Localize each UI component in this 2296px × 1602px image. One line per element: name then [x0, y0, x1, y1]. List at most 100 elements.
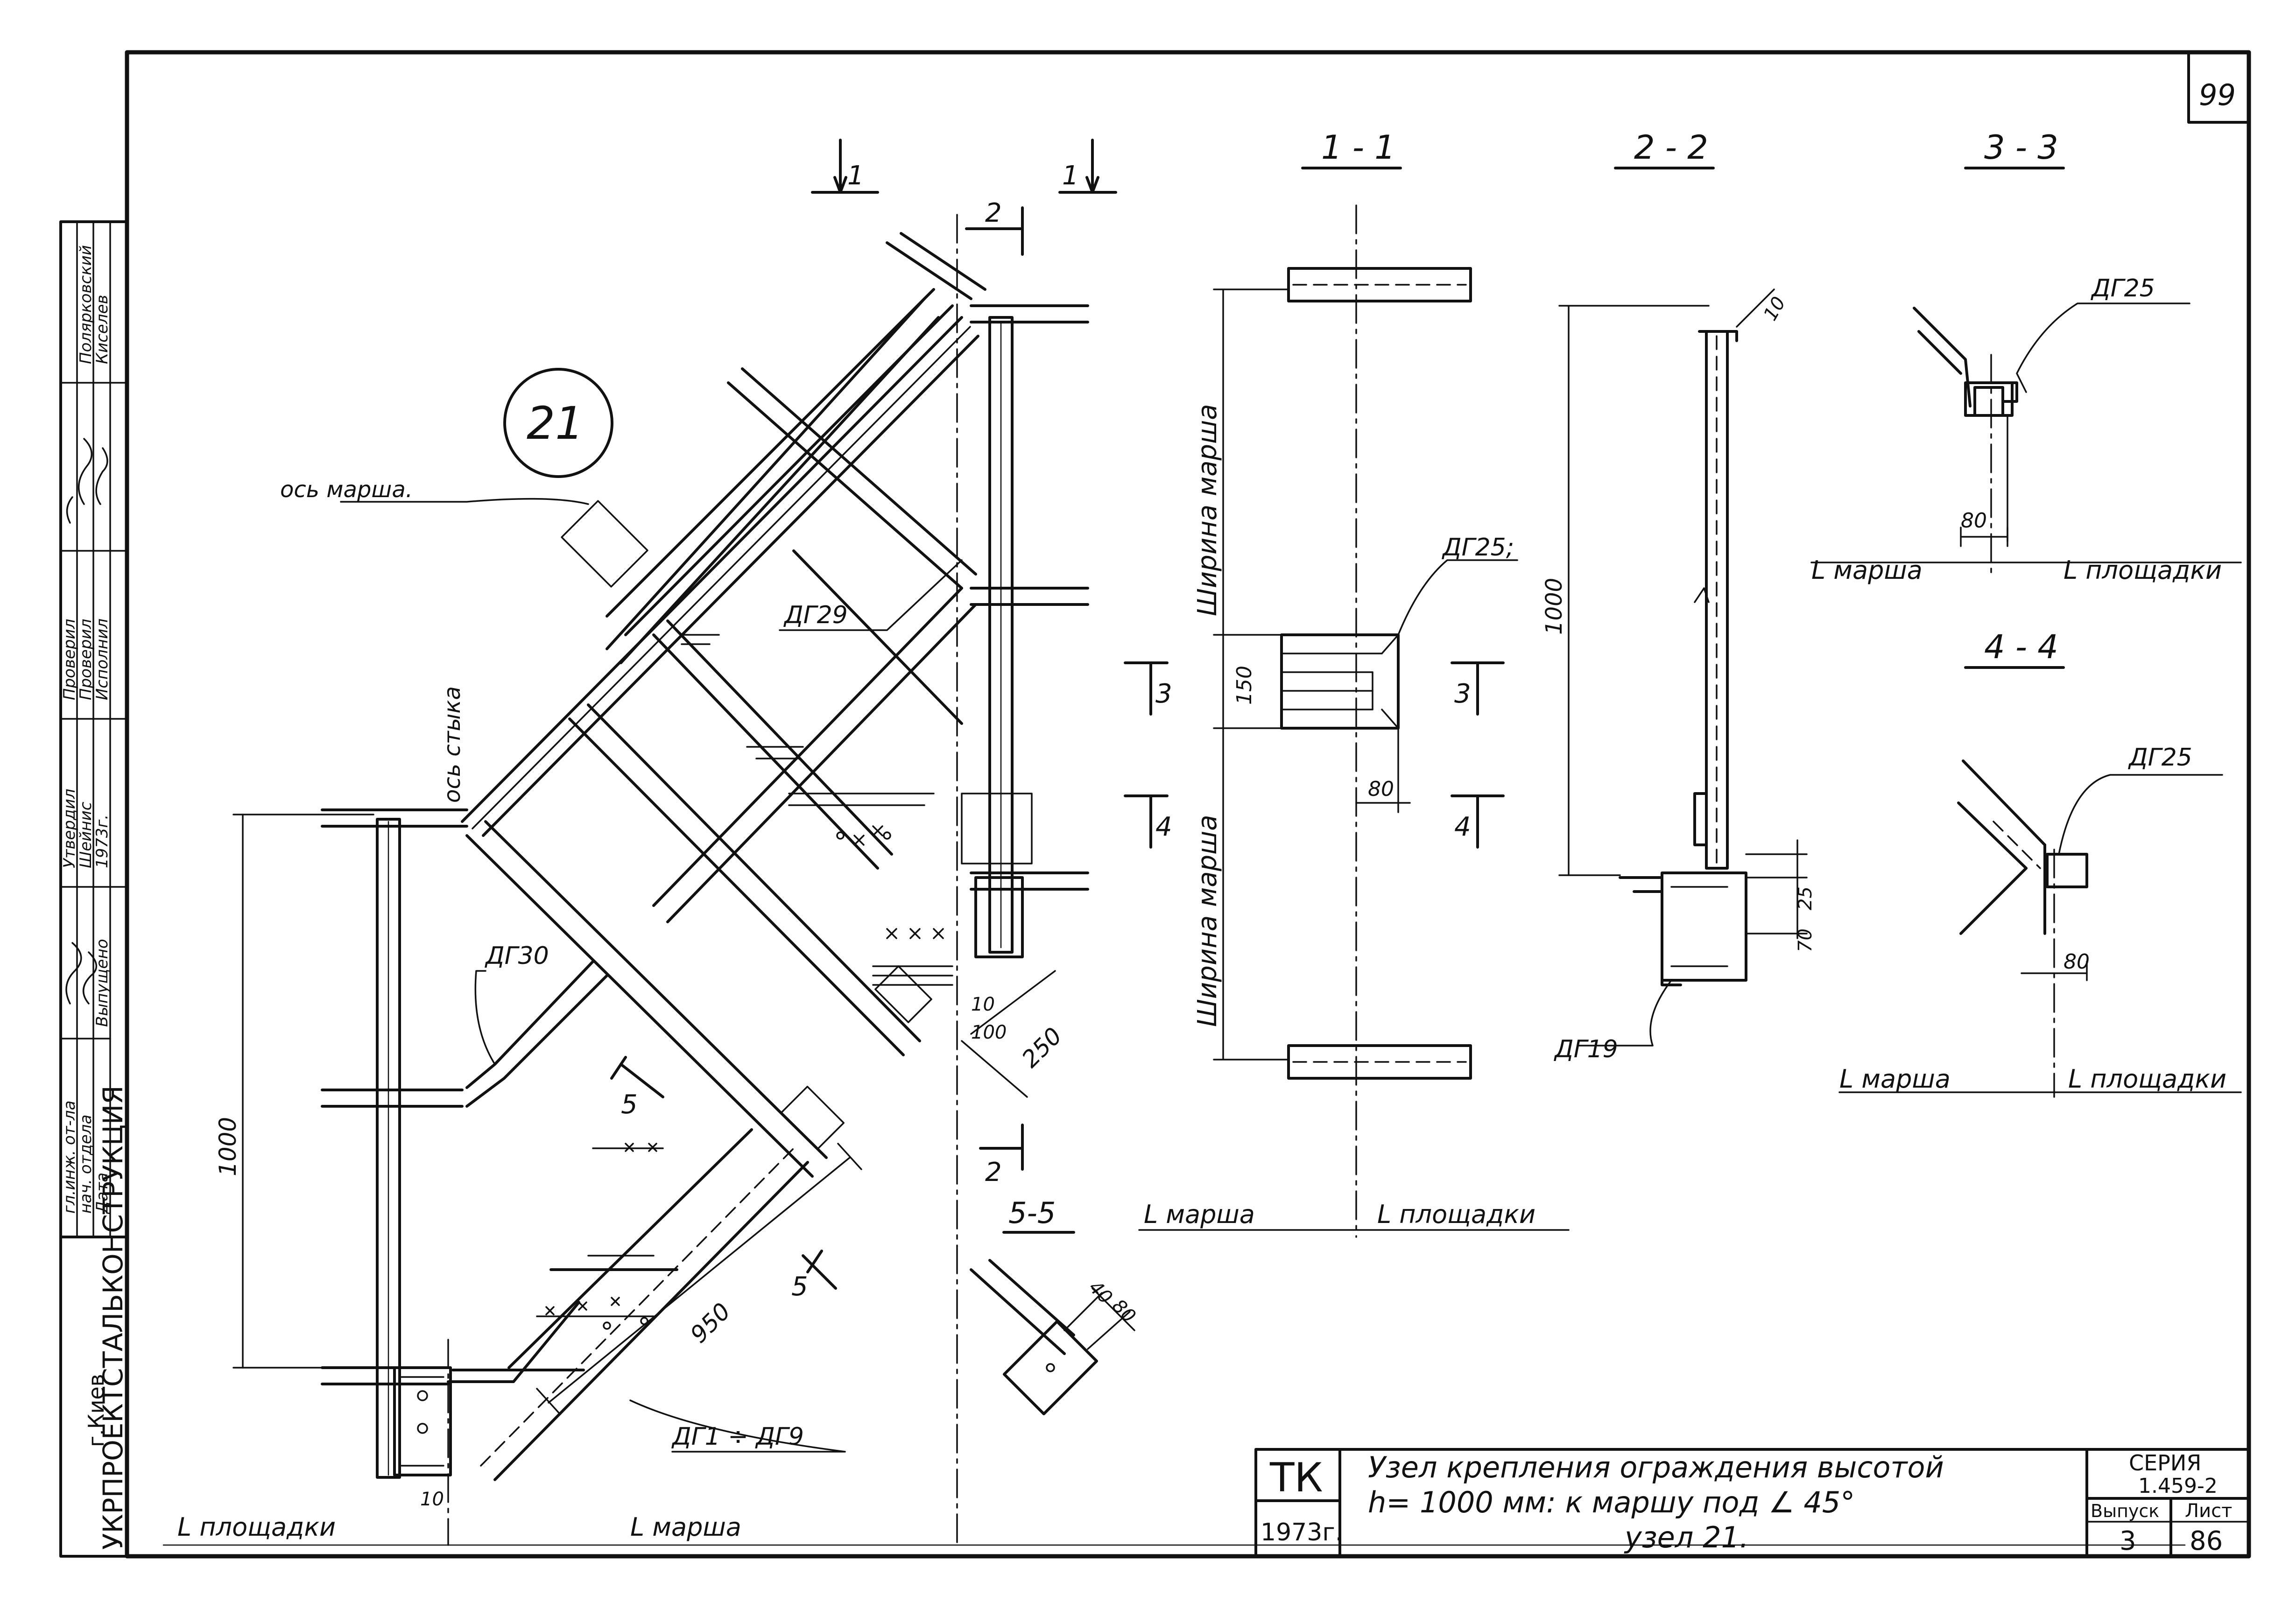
label-dg29: ДГ29 — [783, 601, 848, 629]
sec-mark-4b: 4 — [1454, 812, 1471, 842]
sec-mark-2b: 2 — [985, 1157, 1002, 1187]
section-title-2-2: 2 - 2 — [1634, 128, 1708, 167]
sheet-number: 99 — [2199, 78, 2236, 112]
node-circle — [503, 368, 613, 478]
stamp-series-value: 1.459-2 — [2138, 1474, 2218, 1498]
sec-mark-4a: 4 — [1155, 812, 1172, 842]
s11-shirina-bottom: Ширина марша — [1192, 815, 1223, 1027]
node-number: 21 — [527, 397, 584, 450]
section-title-1-1: 1 - 1 — [1321, 128, 1395, 167]
sec-mark-3b: 3 — [1454, 679, 1471, 709]
dim-250: 250 — [1016, 1022, 1067, 1073]
sec-mark-3a: 3 — [1155, 679, 1172, 709]
sec-mark-1a: 1 — [847, 161, 864, 191]
side-col6-1: Киселев — [93, 295, 112, 364]
flight-rails — [461, 232, 986, 923]
stamp-title-line1: Узел крепления ограждения высотой — [1368, 1450, 1944, 1484]
section-1-1-drawing — [1213, 204, 1518, 1238]
side-block-texts: гл.инж. от-ла нач. отдела Дата Выпущено … — [60, 245, 112, 1215]
section-2-2-drawing — [1558, 288, 1808, 1047]
dim-10b: 10 — [420, 1489, 444, 1510]
lower-stringer — [447, 1128, 809, 1481]
side-col6-0: Полярковский — [77, 245, 95, 364]
s44-l-ploshchadki: L площадки — [2068, 1064, 2226, 1094]
sec-mark-5a: 5 — [621, 1089, 638, 1120]
title-block — [1254, 1448, 2250, 1558]
org-name: УКРПРОЕКТСТАЛЬКОНСТРУКЦИЯ — [97, 1085, 129, 1550]
stamp-title-line2: h= 1000 мм: к маршу под ∠ 45° — [1368, 1485, 1855, 1519]
signature-scribbles — [65, 438, 108, 1005]
label-dg30: ДГ30 — [485, 942, 549, 970]
s33-dim-80: 80 — [1961, 509, 1987, 533]
flight-braces — [465, 367, 977, 1178]
s22-dim-25: 25 — [1795, 886, 1816, 910]
label-os-marsha-text: ось марша. — [280, 477, 413, 503]
s11-dim-150: 150 — [1233, 666, 1256, 705]
bracket-dg30 — [465, 960, 608, 1108]
section-title-4-4: 4 - 4 — [1984, 628, 2058, 666]
s11-shirina-top: Ширина марша — [1192, 404, 1223, 616]
section-marks-5 — [610, 1056, 837, 1290]
side-col4-0: Проверил — [60, 619, 79, 700]
section-marks-34 — [1124, 661, 1505, 849]
platform-post-right — [961, 316, 1033, 958]
org-city: г.Киев — [84, 1374, 109, 1447]
s11-l-marsha: L марша — [1144, 1200, 1255, 1229]
side-signature-block — [59, 220, 128, 1558]
stamp-code: ТК — [1269, 1454, 1323, 1501]
s22-dim-10: 10 — [1760, 293, 1790, 324]
label-l-ploshchadki-main: L площадки — [177, 1512, 336, 1542]
stamp-sheet-label: Лист — [2185, 1500, 2232, 1522]
stamp-sheet-value: 86 — [2190, 1526, 2223, 1556]
s11-dim-80: 80 — [1368, 777, 1394, 801]
dim-1000-main: 1000 — [214, 1117, 241, 1176]
s33-l-marsha: L марша — [1811, 555, 1923, 585]
s44-l-marsha: L марша — [1839, 1064, 1951, 1094]
s11-dg25: ДГ25; — [1442, 534, 1514, 562]
s22-dg19: ДГ19 — [1554, 1035, 1618, 1063]
side-col4-2: Исполнил — [93, 618, 112, 700]
platform-stubs — [321, 304, 1089, 1385]
s22-dim-70: 70 — [1795, 928, 1816, 952]
dimension-lines-main — [162, 814, 2186, 1546]
s44-dg25: ДГ25 — [2128, 744, 2192, 772]
stamp-series-label: СЕРИЯ — [2129, 1450, 2201, 1476]
side-col3-1: Шейнис — [77, 801, 95, 868]
s55-dim-40: 40 — [1085, 1277, 1117, 1309]
leader-lines — [340, 498, 963, 1453]
label-os-styka: ось стыка — [439, 686, 465, 803]
section-marks-top — [811, 139, 1117, 1171]
dim-100: 100 — [971, 1022, 1007, 1043]
s55-dim-80: 80 — [1108, 1295, 1140, 1328]
side-col3-2: 1973г. — [93, 815, 112, 868]
side-col3-0: Утвердил — [60, 789, 79, 868]
dim-950: 950 — [685, 1298, 735, 1348]
s44-dim-80: 80 — [2064, 950, 2090, 974]
sec-mark-5b: 5 — [791, 1272, 808, 1302]
side-col1-1: нач. отдела — [77, 1115, 95, 1214]
platform-post-left — [376, 818, 452, 1479]
side-col1-2: Дата — [93, 1173, 112, 1215]
s22-dim-1000: 1000 — [1541, 578, 1567, 635]
stamp-issue-label: Выпуск — [2091, 1501, 2159, 1521]
s33-dg25: ДГ25 — [2091, 274, 2155, 302]
sec-mark-2a: 2 — [985, 198, 1002, 228]
section-5-5-drawing — [970, 1259, 1135, 1415]
connection-plates — [561, 500, 953, 1150]
sheet-frame — [125, 50, 2251, 1559]
stamp-title-line3: узел 21. — [1624, 1520, 1749, 1554]
side-col2-2: Выпущено — [93, 939, 112, 1027]
stamp-year: 1973г. — [1261, 1518, 1343, 1546]
sec-mark-1b: 1 — [1062, 161, 1079, 191]
stamp-issue-value: 3 — [2120, 1526, 2136, 1556]
section-title-5-5: 5-5 — [1008, 1196, 1056, 1230]
label-l-marsha-main: L марша — [630, 1512, 741, 1542]
s11-l-ploshchadki: L площадки — [1377, 1200, 1535, 1229]
s33-l-ploshchadki: L площадки — [2064, 555, 2222, 585]
section-4-4-drawing — [1838, 759, 2242, 1098]
section-3-3-drawing — [1810, 302, 2242, 575]
weld-marks — [545, 825, 944, 1330]
side-col1-0: гл.инж. от-ла — [60, 1101, 79, 1214]
section-title-3-3: 3 - 3 — [1984, 128, 2058, 167]
